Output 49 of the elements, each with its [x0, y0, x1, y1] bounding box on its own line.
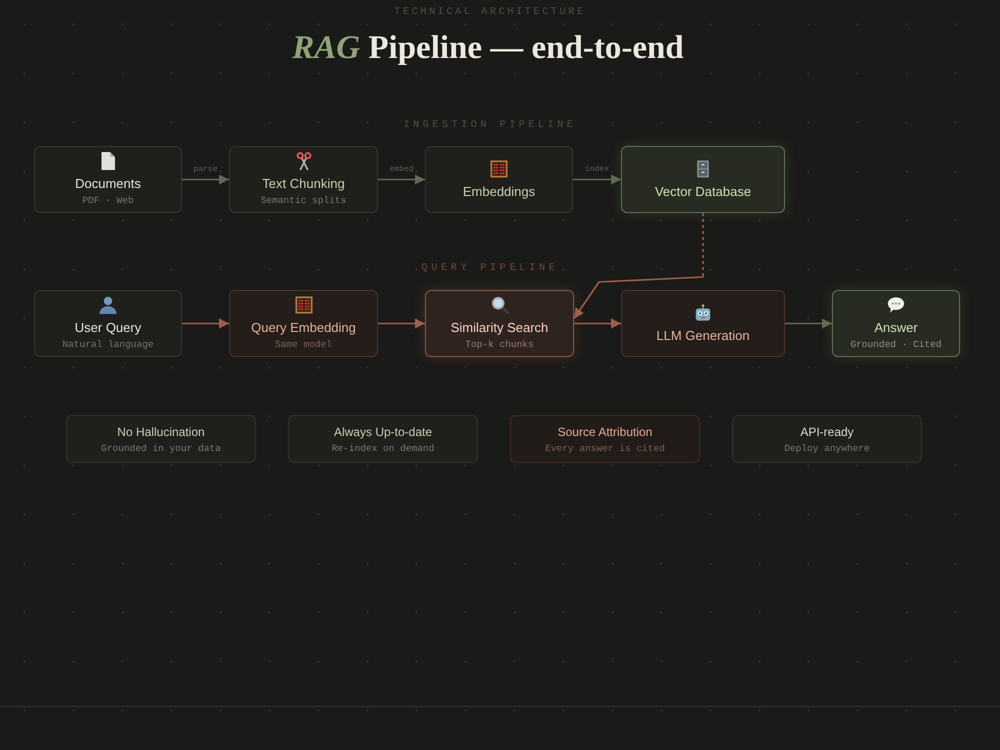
- section-label: QUERY PIPELINE: [421, 262, 559, 276]
- node-subtitle: PDF · Web: [82, 195, 134, 207]
- edge-label: embed: [388, 164, 416, 174]
- arrow: [378, 174, 425, 184]
- feature-card: [288, 415, 478, 463]
- node-subtitle: Re-index on demand: [332, 442, 434, 454]
- process-card: [425, 146, 573, 213]
- process-card: [34, 146, 182, 213]
- process-card: [229, 146, 378, 213]
- dashed-arrow: [573, 213, 704, 319]
- node-subtitle: Same model: [274, 339, 332, 351]
- node-subtitle: Grounded · Cited: [850, 339, 942, 351]
- arrow: [574, 318, 621, 328]
- process-card: [34, 290, 182, 357]
- arrow: [378, 318, 425, 328]
- arrow: [182, 318, 229, 328]
- node-title: No Hallucination: [117, 424, 205, 440]
- node-title: Answer: [874, 320, 918, 336]
- node-subtitle: Top-k chunks: [465, 339, 534, 351]
- node-title: Text Chunking: [262, 176, 345, 192]
- node-subtitle: Every answer is cited: [545, 442, 665, 454]
- node-title: Vector Database: [654, 184, 752, 200]
- node-subtitle: Natural language: [62, 339, 154, 351]
- arrow: [182, 174, 229, 184]
- node-title: Always Up-to-date: [334, 424, 432, 440]
- edge-label: index: [583, 164, 611, 174]
- node-title: Similarity Search: [450, 320, 548, 336]
- node-subtitle: Deploy anywhere: [784, 442, 870, 454]
- node-subtitle: Grounded in your data: [101, 442, 221, 454]
- process-card: [425, 290, 574, 357]
- process-card: [832, 290, 960, 357]
- feature-card: [732, 415, 922, 463]
- feature-card: [510, 415, 700, 463]
- node-title: Query Embedding: [251, 320, 356, 336]
- arrow: [573, 174, 621, 184]
- feature-card: [66, 415, 256, 463]
- process-card: [229, 290, 378, 357]
- arrow: [785, 318, 832, 328]
- process-card: [621, 290, 785, 357]
- node-title: API-ready: [800, 424, 854, 440]
- node-title: LLM Generation: [656, 328, 750, 344]
- process-card: [621, 146, 785, 213]
- node-title: Documents: [75, 176, 141, 192]
- node-title: Embeddings: [462, 184, 536, 200]
- edge-label: parse: [192, 164, 220, 174]
- node-title: Source Attribution: [558, 424, 652, 440]
- node-title: User Query: [74, 320, 142, 336]
- diagram-title: RAG Pipeline — end-to-end: [292, 29, 684, 68]
- node-subtitle: Semantic splits: [260, 195, 346, 207]
